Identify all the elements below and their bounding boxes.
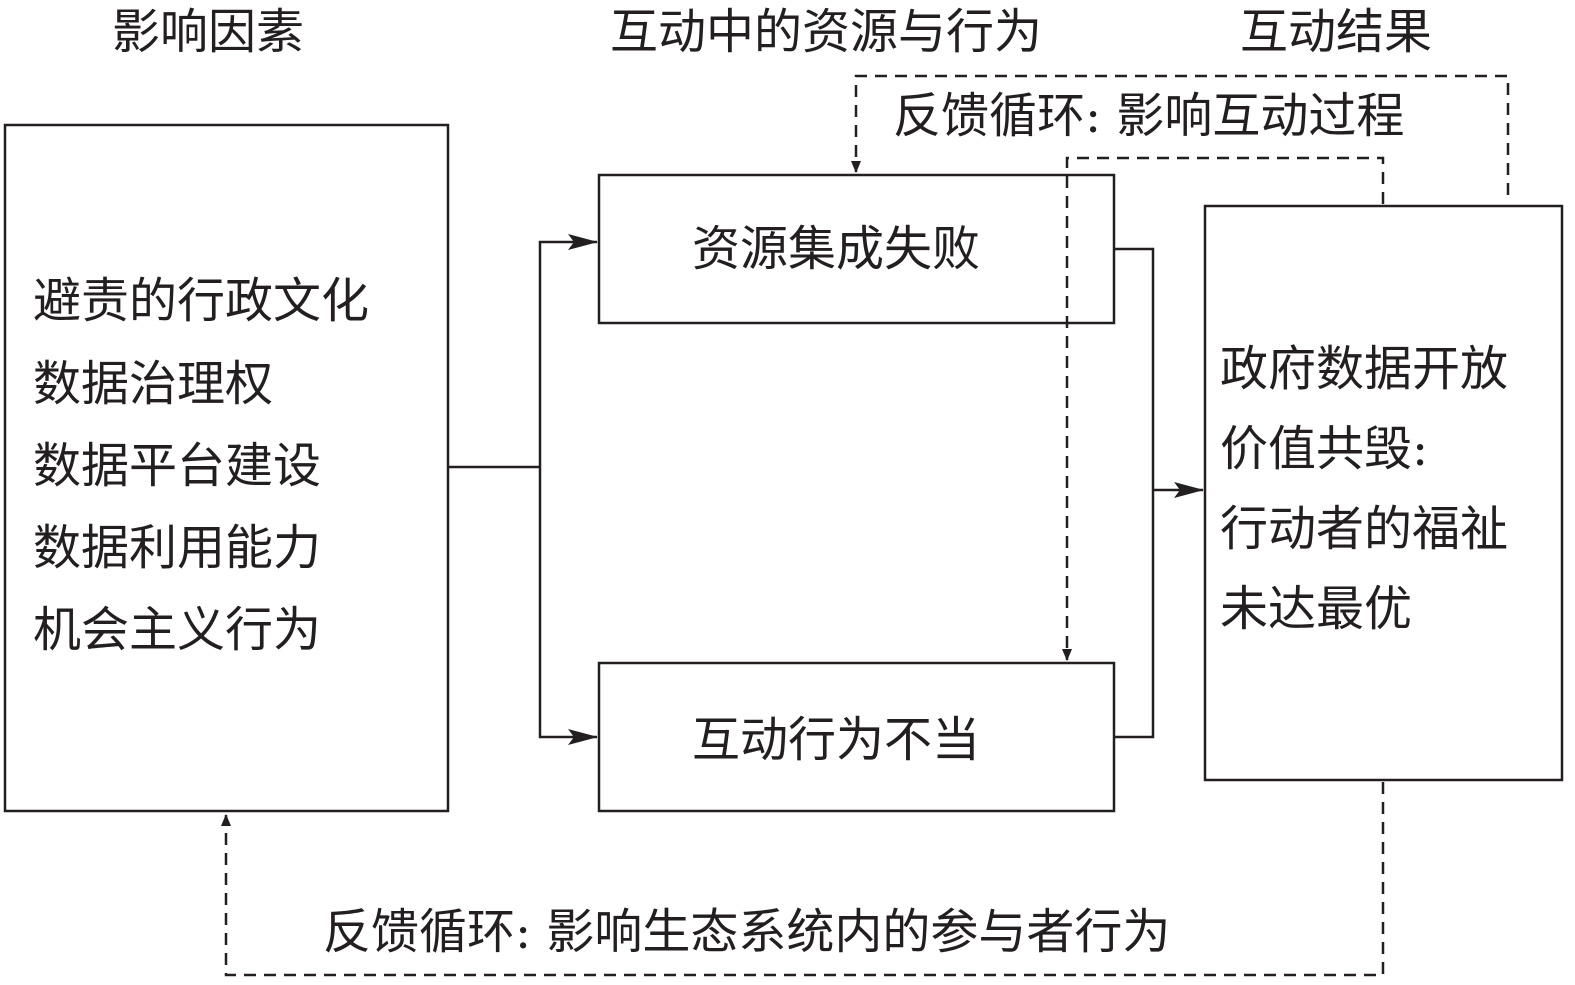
arrow-to-resource bbox=[538, 234, 598, 467]
outcome-line: 价值共毁: bbox=[1220, 421, 1429, 477]
factor-line: 数据平台建设 bbox=[33, 438, 322, 494]
header-factors: 影响因素 bbox=[112, 4, 305, 60]
outcome-line: 未达最优 bbox=[1220, 581, 1413, 637]
header-resources: 互动中的资源与行为 bbox=[610, 4, 1043, 60]
feedback-top-label: 反馈循环: 影响互动过程 bbox=[893, 88, 1405, 144]
factor-line: 避责的行政文化 bbox=[33, 273, 370, 329]
feedback-bottom-label: 反馈循环: 影响生态系统内的参与者行为 bbox=[323, 904, 1171, 960]
factor-line: 数据利用能力 bbox=[33, 520, 322, 576]
feedback-loop-bottom bbox=[221, 782, 1385, 977]
feedback-loop-inner bbox=[1062, 156, 1385, 661]
behavior-box-label: 互动行为不当 bbox=[692, 712, 981, 768]
factor-line: 数据治理权 bbox=[33, 356, 274, 412]
factor-line: 机会主义行为 bbox=[33, 602, 322, 658]
header-outcome: 互动结果 bbox=[1240, 4, 1433, 60]
feedback-loop-outer bbox=[851, 74, 1510, 195]
resource-box-label: 资源集成失败 bbox=[692, 221, 981, 277]
outcome-box bbox=[1203, 204, 1564, 782]
resource-to-outcome-line bbox=[1114, 247, 1155, 739]
outcome-line: 行动者的福祉 bbox=[1220, 501, 1509, 557]
arrow-to-behavior bbox=[538, 467, 598, 745]
outcome-line: 政府数据开放 bbox=[1220, 341, 1509, 397]
